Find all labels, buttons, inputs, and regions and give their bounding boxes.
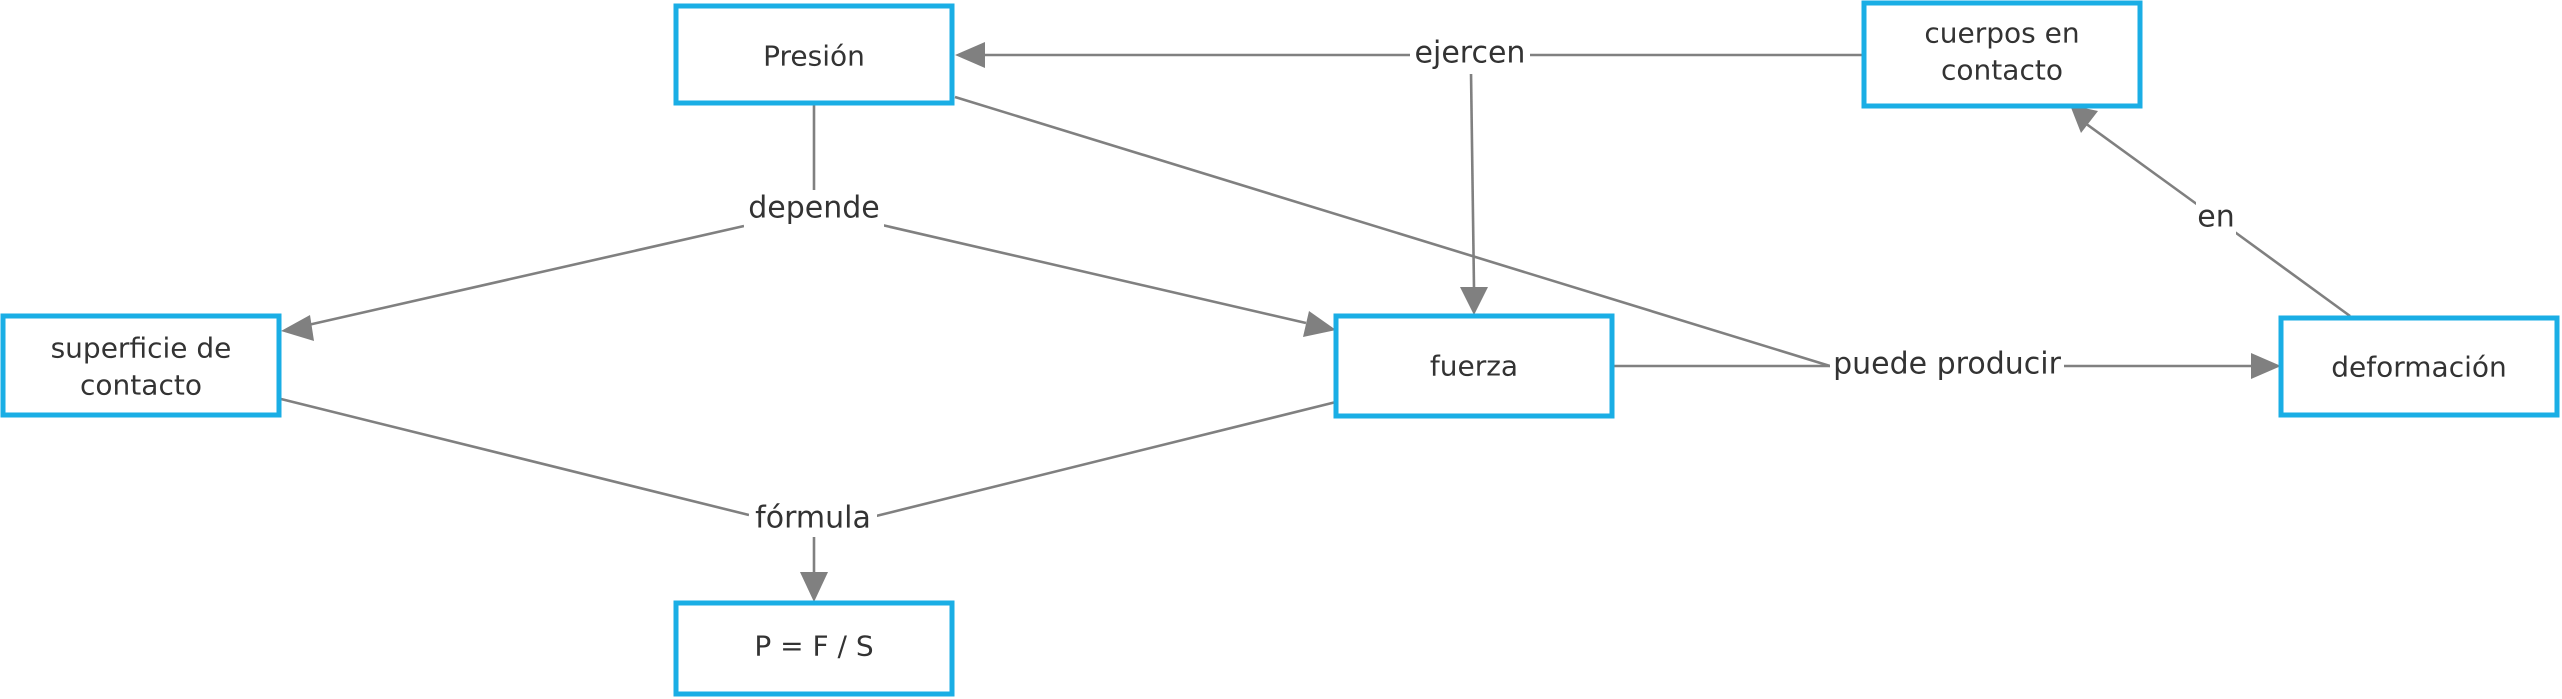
arrowhead-into-cuerpos xyxy=(2070,105,2098,133)
arrowhead-into-result xyxy=(800,572,828,602)
node-superficie-de-contacto: superficie de contacto xyxy=(0,313,282,418)
edge-depende-to-fuerza xyxy=(881,223,1307,325)
edges xyxy=(280,53,2351,572)
label-ejercen: ejercen xyxy=(1410,36,1530,74)
label-ejercen-text: ejercen xyxy=(1415,36,1526,71)
edge-labels: ejercen depende en puede producir fórmul… xyxy=(744,36,2236,537)
label-en: en xyxy=(2196,198,2236,236)
node-deformacion: deformación xyxy=(2278,315,2560,418)
arrowhead-into-superficie xyxy=(281,315,314,341)
arrowhead-into-fuerza-top xyxy=(1460,287,1488,315)
label-puede-producir: puede producir xyxy=(1830,344,2064,384)
label-formula: fórmula xyxy=(749,499,877,537)
edge-presion-to-puede-producir xyxy=(954,95,1831,368)
edge-depende-to-superficie xyxy=(307,224,745,327)
node-superficie-line-1: superficie de xyxy=(51,332,232,365)
node-fuerza-line-1: fuerza xyxy=(1430,350,1518,383)
edge-en-to-cuerpos xyxy=(2084,121,2199,207)
label-depende: depende xyxy=(744,190,884,228)
arrowhead-into-presion xyxy=(955,42,985,68)
node-fuerza: fuerza xyxy=(1333,313,1615,419)
edge-superficie-to-formula xyxy=(280,397,750,517)
label-formula-text: fórmula xyxy=(755,501,871,536)
label-puede-producir-text: puede producir xyxy=(1833,347,2062,382)
edge-ejercen-to-fuerza xyxy=(1469,71,1476,289)
node-superficie-line-2: contacto xyxy=(80,369,202,402)
edge-fuerza-to-formula xyxy=(875,400,1337,518)
arrowheads xyxy=(281,42,2281,602)
node-deformacion-line-1: deformación xyxy=(2331,351,2507,384)
node-cuerpos-en-contacto: cuerpos en contacto xyxy=(1861,0,2143,109)
node-formula-result-line-1: P = F / S xyxy=(754,630,873,663)
arrowhead-into-fuerza-left xyxy=(1303,311,1336,337)
edge-deformacion-to-en xyxy=(2231,228,2351,318)
node-cuerpos-line-1: cuerpos en xyxy=(1924,17,2079,50)
node-cuerpos-line-2: contacto xyxy=(1941,54,2063,87)
node-formula-result: P = F / S xyxy=(673,600,955,697)
node-presion: Presión xyxy=(673,3,955,106)
label-en-text: en xyxy=(2197,200,2234,235)
label-depende-text: depende xyxy=(748,191,880,226)
node-presion-line-1: Presión xyxy=(763,40,865,73)
arrowhead-into-deformacion xyxy=(2251,353,2281,379)
